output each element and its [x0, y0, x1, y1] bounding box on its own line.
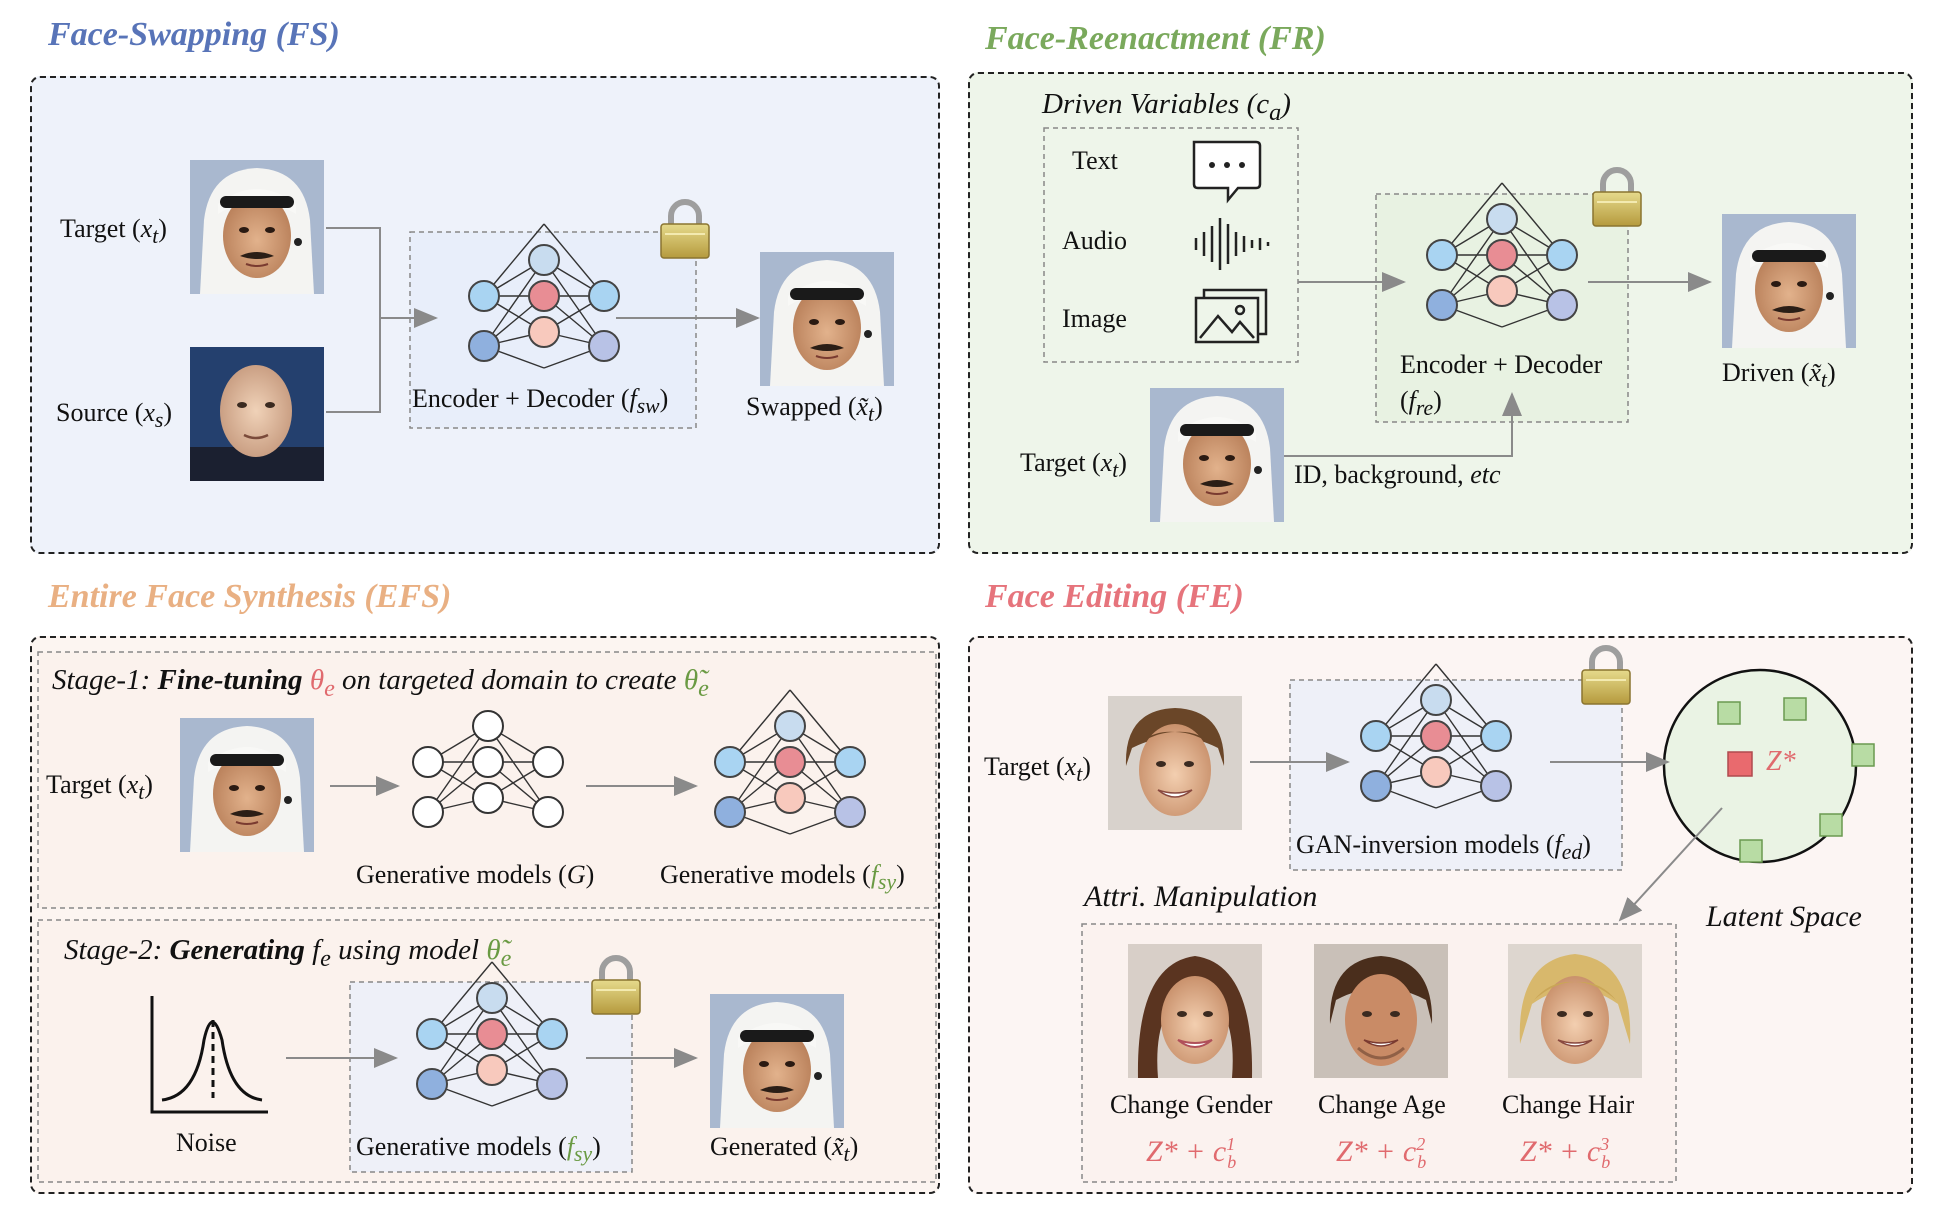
efs-gen2-label: Generative models (fsy): [356, 1132, 601, 1167]
fe-connectors: [1250, 752, 1723, 922]
image-gallery-icon: [1194, 288, 1268, 344]
fe-hair-label: Change Hair: [1502, 1090, 1635, 1119]
fr-title: Face-Reenactment (FR): [985, 20, 1326, 57]
fr-target-label: Target (xt): [1020, 448, 1127, 483]
fr-audio-label: Audio: [1062, 226, 1127, 255]
fr-driven-vars-label: Driven Variables (ca): [1042, 88, 1291, 126]
fe-gender-photo: [1127, 943, 1263, 1079]
fe-gender-label: Change Gender: [1110, 1090, 1273, 1119]
efs-gen-g-label: Generative models (G): [356, 860, 595, 889]
fr-text-label: Text: [1072, 146, 1118, 175]
fr-connectors: [1284, 272, 1712, 457]
noise-distribution-icon: [150, 996, 268, 1114]
audio-waveform-icon: [1194, 218, 1270, 270]
efs-target-photo: [179, 717, 315, 853]
latent-space-label: Latent Space: [1706, 900, 1862, 933]
fr-target-photo: [1149, 387, 1285, 523]
fe-lock-icon: [1582, 648, 1630, 704]
fs-target-photo: [189, 159, 325, 295]
fr-image-label: Image: [1062, 304, 1127, 333]
fe-age-label: Change Age: [1318, 1090, 1446, 1119]
fe-target-photo: [1107, 695, 1243, 831]
fe-hair-formula: Z* + c3b: [1520, 1134, 1611, 1172]
fs-swapped-label: Swapped (x̃t): [746, 392, 883, 427]
fe-title: Face Editing (FE): [985, 578, 1244, 615]
efs-target-label: Target (xt): [46, 770, 153, 805]
fs-lock-icon: [661, 202, 709, 258]
fr-model-label: Encoder + Decoder: [1400, 350, 1603, 379]
fe-gender-formula: Z* + c1b: [1146, 1134, 1237, 1172]
fs-swapped-photo: [759, 251, 895, 387]
fr-driven-box: [1043, 127, 1299, 363]
fs-source-label: Source (xs): [56, 398, 173, 433]
efs-stage2-heading: Stage-2: Generating fe using model θ̃e: [64, 934, 512, 972]
fs-connectors: [326, 227, 760, 413]
efs-noise-label: Noise: [176, 1128, 237, 1157]
fr-id-label: ID, background, etc: [1294, 460, 1501, 489]
fs-target-label: Target (xt): [60, 214, 167, 249]
fs-model-label: Encoder + Decoder (fsw): [412, 384, 669, 419]
fs-source-photo: [188, 345, 326, 483]
efs-connectors: [286, 776, 698, 1068]
fe-age-formula: Z* + c2b: [1336, 1134, 1427, 1172]
fe-hair-photo: [1507, 943, 1643, 1079]
efs-generated-label: Generated (x̃t): [710, 1132, 859, 1167]
efs-title: Entire Face Synthesis (EFS): [48, 578, 452, 615]
efs-generated-photo: [709, 993, 845, 1129]
fe-model-label: GAN-inversion models (fed): [1296, 830, 1591, 865]
fe-age-photo: [1312, 942, 1450, 1080]
fs-title: Face-Swapping (FS): [48, 16, 340, 53]
fr-model-fn: (fre): [1400, 386, 1442, 421]
efs-stage1-heading: Stage-1: Fine-tuning θe on targeted doma…: [52, 664, 709, 702]
speech-bubble-icon: [1192, 140, 1262, 204]
fr-lock-icon: [1593, 170, 1641, 226]
efs-gen-fsy-label: Generative models (fsy): [660, 860, 905, 895]
latent-space-circle: [1662, 668, 1875, 864]
fe-target-label: Target (xt): [984, 752, 1091, 787]
fr-driven-photo: [1721, 213, 1857, 349]
latent-point-label: Z*: [1766, 746, 1796, 777]
fr-driven-output-label: Driven (x̃t): [1722, 358, 1836, 393]
attri-manipulation-label: Attri. Manipulation: [1084, 880, 1318, 913]
